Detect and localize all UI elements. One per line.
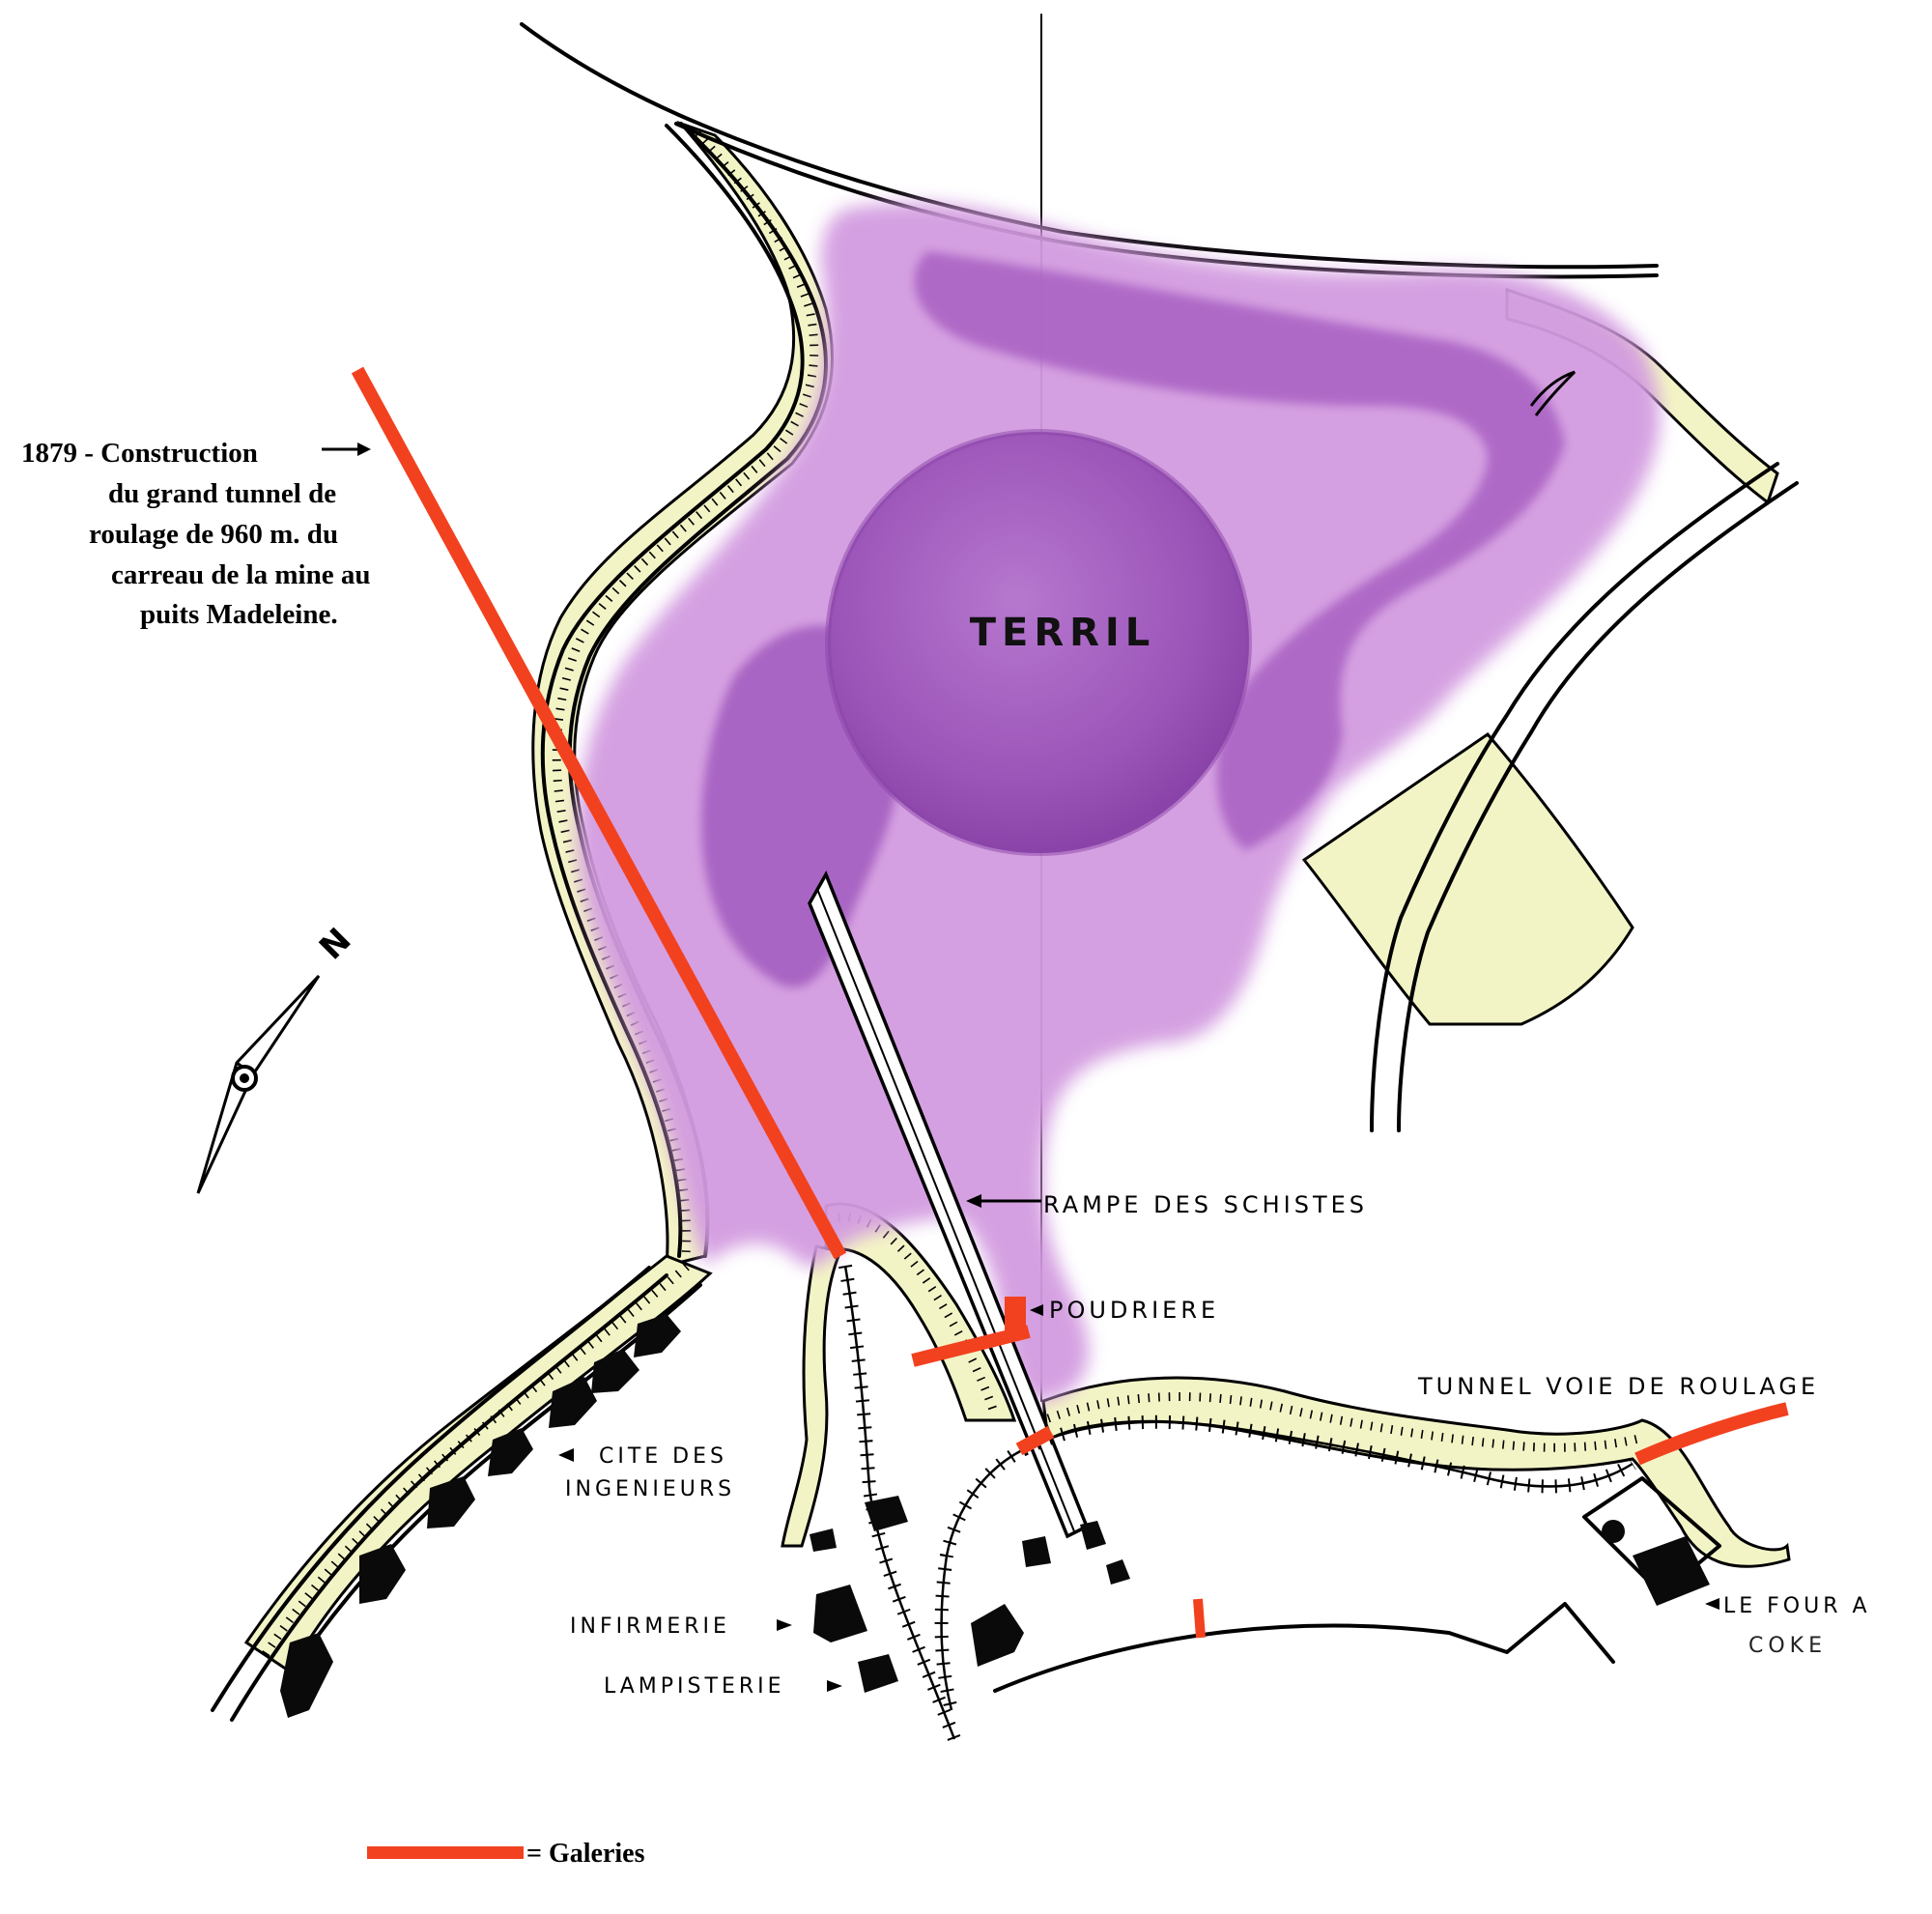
terril-mound	[828, 432, 1249, 853]
building-rampe-3	[1106, 1559, 1130, 1585]
terril-mound-shade	[825, 429, 1252, 856]
gallery-poudriere-box	[1005, 1297, 1026, 1337]
rail-loop-ties	[934, 1443, 1028, 1712]
building-rampe-1	[1022, 1536, 1051, 1567]
terril-label: TERRIL	[970, 611, 1156, 655]
gallery-rampe-foot	[1015, 1425, 1055, 1456]
rail-tunnel-ties	[1020, 1414, 1636, 1494]
building-center-1	[865, 1496, 908, 1531]
gallery-grand-tunnel	[351, 366, 847, 1260]
terril-heap: TERRIL	[577, 203, 1661, 1402]
building-rampe-2	[1080, 1521, 1106, 1550]
road-bottom-curve	[993, 1602, 1615, 1693]
four-a-coke-building	[1602, 1520, 1710, 1606]
galeries	[351, 366, 1789, 1639]
label-four-line2: COKE	[1748, 1634, 1827, 1658]
building-center-2	[810, 1528, 837, 1552]
label-lampisterie: LAMPISTERIE	[604, 1674, 785, 1699]
label-four-line1: LE FOUR A	[1723, 1594, 1871, 1618]
railway-tracks	[838, 1264, 1636, 1742]
north-arrow-needle	[196, 974, 321, 1194]
infirmerie-arrow-head	[777, 1619, 792, 1631]
road-right-curve-inner	[1397, 481, 1799, 1132]
lampisterie-arrow-head	[827, 1680, 842, 1692]
road-diagonal-outer	[230, 1273, 668, 1722]
poudriere-arrow-head	[1030, 1304, 1043, 1316]
annotation-1879-line3: roulage de 960 m. du	[89, 519, 338, 550]
gallery-tunnel-roulage	[1634, 1402, 1789, 1466]
embankment-strip	[781, 1244, 843, 1548]
rail-left-branch	[843, 1265, 956, 1740]
road-right-curve-outer	[1370, 462, 1779, 1132]
embankment-hatch-center	[838, 1213, 1000, 1417]
four-arrow-head	[1705, 1598, 1719, 1610]
label-rampe-des-schistes: RAMPE DES SCHISTES	[1043, 1191, 1368, 1218]
label-poudriere: POUDRIERE	[1049, 1297, 1219, 1324]
cite-arrow-head	[558, 1448, 574, 1462]
legend-swatch-galeries	[367, 1846, 524, 1859]
label-cite-line2: INGENIEURS	[565, 1477, 735, 1501]
rampe-arrow-head	[966, 1194, 981, 1208]
annotation-1879: 1879 - Construction du grand tunnel de r…	[21, 438, 371, 630]
label-infirmerie: INFIRMERIE	[570, 1614, 730, 1639]
buildings	[280, 1314, 1710, 1718]
gallery-bottom-marker	[1193, 1598, 1206, 1639]
north-arrow: N	[196, 918, 361, 1194]
annotation-1879-line4: carreau de la mine au	[111, 559, 371, 590]
feature-labels: RAMPE DES SCHISTES POUDRIERE TUNNEL VOIE…	[558, 1191, 1871, 1699]
embankment-tunnel	[1041, 1376, 1791, 1568]
building-infirmerie	[813, 1585, 867, 1643]
road-diagonal-inner	[211, 1266, 651, 1712]
rail-loop	[940, 1447, 1025, 1711]
road-left-inner	[540, 124, 805, 1258]
embankment-right-wedge	[1301, 732, 1634, 1026]
legend: = Galeries	[367, 1839, 645, 1869]
road-coke-block	[1582, 1476, 1721, 1596]
label-cite-line1: CITE DES	[599, 1444, 727, 1469]
embankment-center	[824, 1202, 1017, 1422]
road-top-outer	[520, 22, 1659, 270]
annotation-1879-line1: 1879 - Construction	[21, 438, 258, 469]
building-center-3	[971, 1604, 1024, 1667]
north-label: N	[312, 918, 361, 967]
annotation-1879-line2: du grand tunnel de	[108, 478, 336, 509]
label-tunnel-voie-de-roulage: TUNNEL VOIE DE ROULAGE	[1417, 1373, 1819, 1400]
building-lampisterie	[858, 1654, 898, 1693]
cite-des-ingenieurs-buildings	[280, 1314, 681, 1718]
terril-inner-ridge	[914, 251, 1565, 850]
legend-label-galeries: = Galeries	[526, 1839, 645, 1869]
annotation-1879-line5: puits Madeleine.	[140, 599, 338, 630]
terril-hook	[1529, 370, 1577, 416]
